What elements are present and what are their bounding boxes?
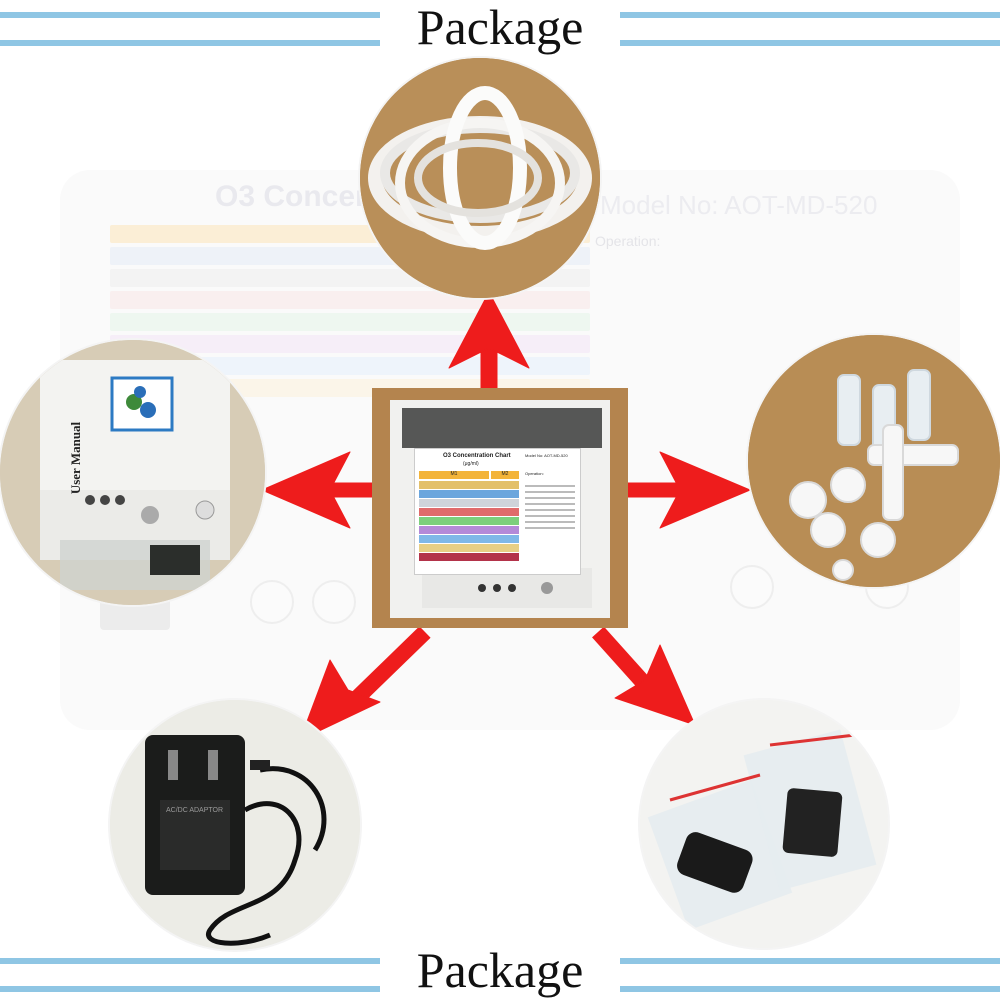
chart-card-unit: (μg/ml) <box>463 461 479 467</box>
top-stripe-left-1 <box>0 12 380 18</box>
power-adapter-icon <box>110 700 360 950</box>
arrow-down-right-icon <box>592 626 696 726</box>
background-knob <box>250 580 294 624</box>
arrow-right-icon <box>627 451 751 529</box>
bottom-stripe-left-1 <box>0 958 380 964</box>
opened-box-photo: O3 Concentration Chart (μg/ml) Model No:… <box>372 388 628 628</box>
filters-photo <box>640 700 888 948</box>
power-adapter-photo: AC/DC ADAPTOR <box>110 700 360 950</box>
background-model-label: Model No: AOT-MD-520 <box>600 190 878 220</box>
arrow-left-icon <box>261 451 376 529</box>
top-heading: Package <box>416 0 584 55</box>
background-knob <box>312 580 356 624</box>
bottom-stripe-right-1 <box>620 958 1000 964</box>
concentration-chart-card: O3 Concentration Chart (μg/ml) Model No:… <box>414 448 581 575</box>
chart-card-model: Model No: AOT-MD-520 <box>525 453 568 458</box>
connectors-photo <box>748 335 1000 587</box>
device-box-icon <box>0 340 265 605</box>
arrow-down-left-icon <box>299 626 431 741</box>
manual-title: User Manual <box>68 421 84 495</box>
bottom-heading: Package <box>416 942 584 998</box>
connector-icon <box>748 335 1000 587</box>
background-knob <box>730 565 774 609</box>
chart-card-group-m2: M2 <box>491 471 519 479</box>
background-operation-text: Operation: <box>595 233 661 249</box>
top-stripe-left-2 <box>0 40 380 46</box>
chart-card-text-lines <box>525 481 575 533</box>
arrow-up-icon <box>448 291 530 389</box>
chart-card-title: O3 Concentration Chart <box>443 453 511 459</box>
top-stripe-right-2 <box>620 40 1000 46</box>
silicone-tube-icon <box>360 58 600 298</box>
bottom-stripe-right-2 <box>620 986 1000 992</box>
chart-card-rows <box>419 481 519 562</box>
catalyst-filter-icon <box>640 700 888 948</box>
bottom-stripe-left-2 <box>0 986 380 992</box>
device-manual-photo: User Manual <box>0 340 265 605</box>
adapter-label: AC/DC ADAPTOR <box>166 807 224 814</box>
chart-card-operation: Operation: <box>525 471 544 476</box>
top-stripe-right-1 <box>620 12 1000 18</box>
tubing-photo <box>360 58 600 298</box>
chart-card-group-m1: M1 <box>419 471 489 479</box>
